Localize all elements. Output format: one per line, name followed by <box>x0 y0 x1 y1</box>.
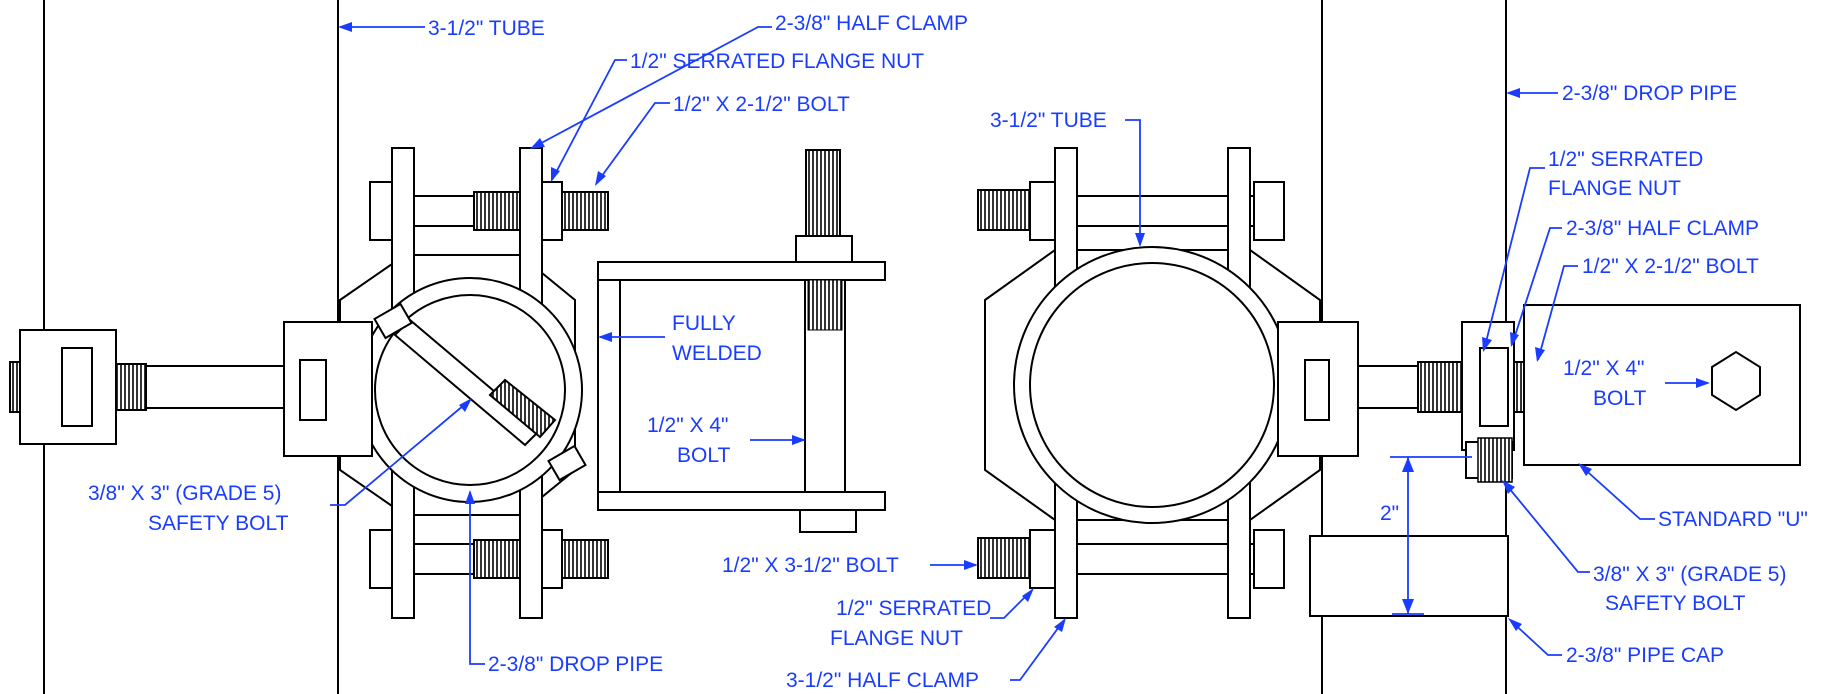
label-tube-mid: 3-1/2" TUBE <box>990 109 1107 132</box>
right-top-bolts <box>977 181 1285 241</box>
label-flange-nut-top: 1/2" SERRATED FLANGE NUT <box>630 50 924 73</box>
label-half-clamp-right: 2-3/8" HALF CLAMP <box>1566 217 1759 240</box>
left-diagonal-safety-bolt <box>373 302 587 482</box>
label-flange-nut-mid-1: 1/2" SERRATED <box>836 597 991 620</box>
label-half-clamp-top: 2-3/8" HALF CLAMP <box>775 12 968 35</box>
label-bolt-212-top: 1/2" X 2-1/2" BOLT <box>673 93 850 116</box>
label-fully-welded-2: WELDED <box>672 342 762 365</box>
label-safety-right-1: 3/8" X 3" (GRADE 5) <box>1593 563 1786 586</box>
label-safety-right-2: SAFETY BOLT <box>1605 592 1746 615</box>
label-drop-pipe-right: 2-3/8" DROP PIPE <box>1562 82 1737 105</box>
label-bolt4-right-2: BOLT <box>1593 387 1646 410</box>
label-flange-nut-right-2: FLANGE NUT <box>1548 177 1681 200</box>
label-half-clamp-312: 3-1/2" HALF CLAMP <box>786 669 979 692</box>
left-drop-pipe-inner <box>374 294 566 486</box>
label-standard-u: STANDARD "U" <box>1658 508 1808 531</box>
right-bottom-bolts <box>977 529 1285 589</box>
label-dim-2in: 2" <box>1380 502 1399 525</box>
label-fully-welded-1: FULLY <box>672 312 736 335</box>
label-tube-top: 3-1/2" TUBE <box>428 17 545 40</box>
label-safety-left-1: 3/8" X 3" (GRADE 5) <box>88 482 281 505</box>
standard-u-clamp <box>1461 304 1801 483</box>
left-clamp-block <box>283 321 373 457</box>
labels: 3-1/2" TUBE 2-3/8" HALF CLAMP 1/2" SERRA… <box>88 12 1808 692</box>
label-bolt4-left-2: BOLT <box>677 444 730 467</box>
right-tube-outer <box>1013 246 1291 524</box>
label-bolt-212-right: 1/2" X 2-1/2" BOLT <box>1582 255 1759 278</box>
right-view <box>977 0 1801 694</box>
label-flange-nut-mid-2: FLANGE NUT <box>830 627 963 650</box>
dimension-2in <box>1390 456 1472 615</box>
label-bolt4-right-1: 1/2" X 4" <box>1563 357 1644 380</box>
leader-lines <box>330 22 1710 681</box>
label-pipe-cap: 2-3/8" PIPE CAP <box>1566 644 1724 667</box>
label-flange-nut-right-1: 1/2" SERRATED <box>1548 148 1703 171</box>
left-safety-bolt <box>9 329 287 445</box>
label-drop-pipe-left: 2-3/8" DROP PIPE <box>488 653 663 676</box>
label-bolt-312: 1/2" X 3-1/2" BOLT <box>722 554 899 577</box>
label-bolt4-left-1: 1/2" X 4" <box>647 414 728 437</box>
right-tube-inner <box>1029 262 1275 508</box>
label-safety-left-2: SAFETY BOLT <box>148 512 289 535</box>
welded-u-bracket <box>597 149 886 533</box>
